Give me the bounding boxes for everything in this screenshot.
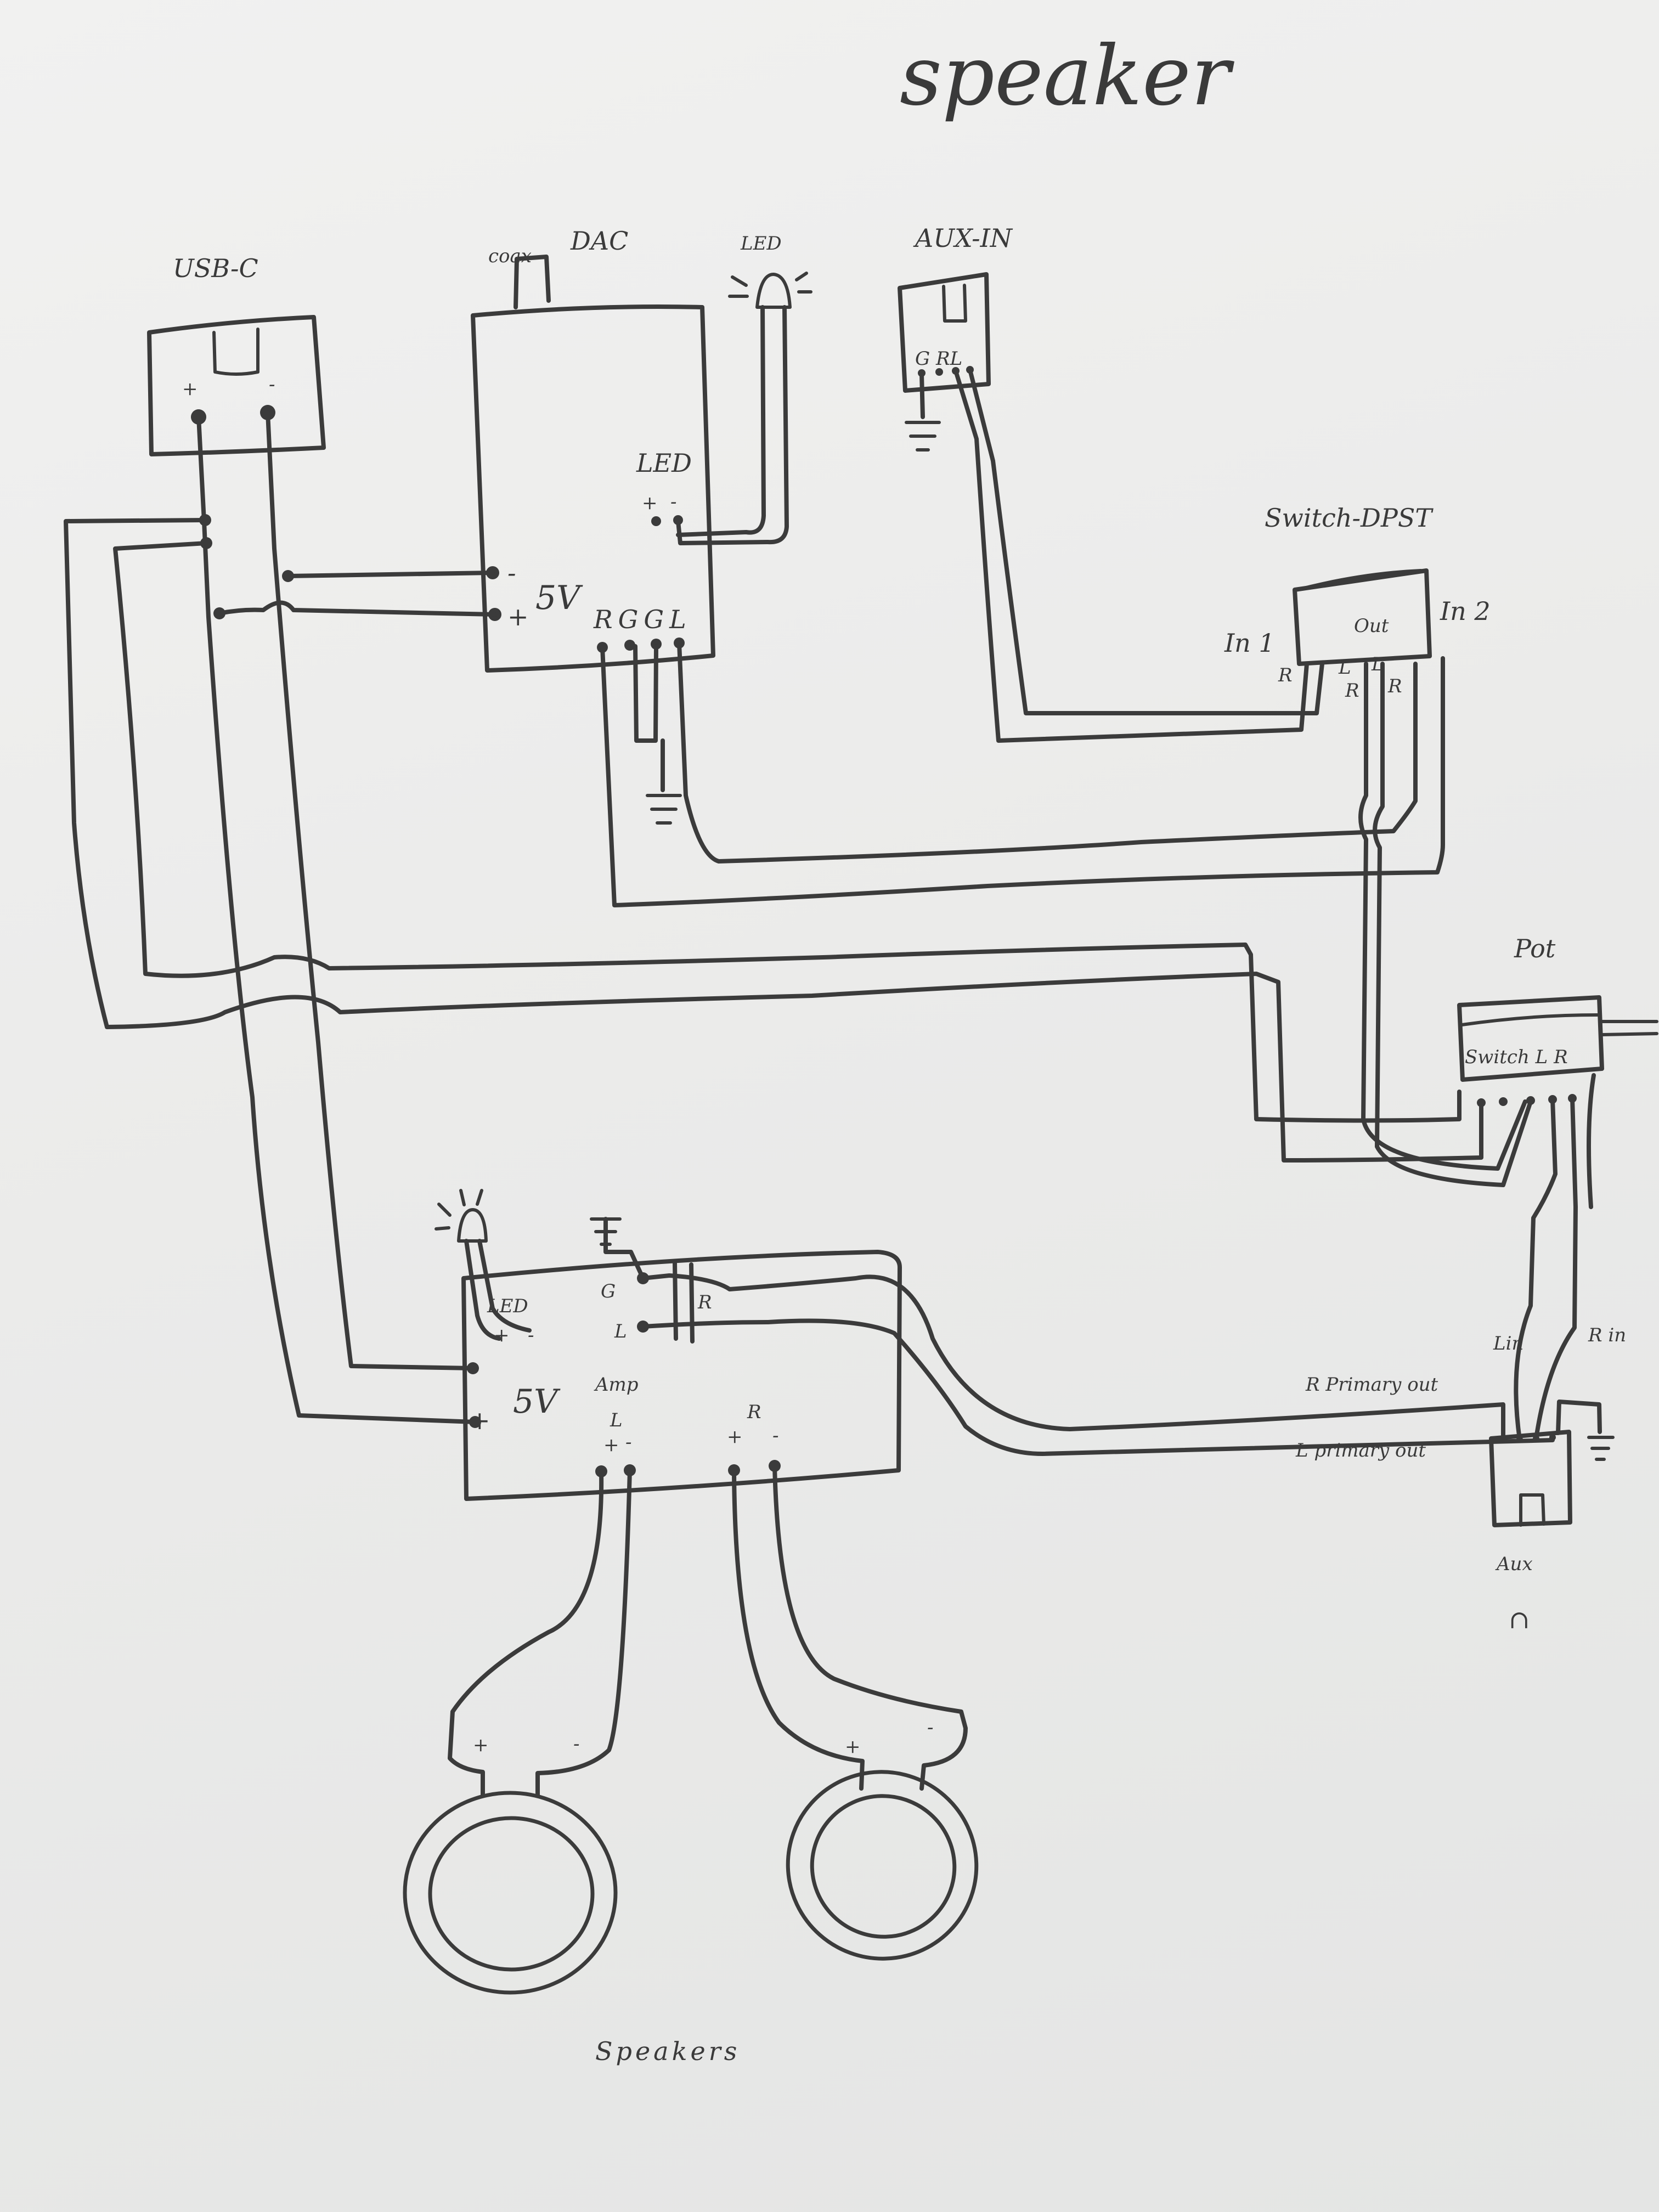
usb-plus-label: +	[182, 378, 198, 400]
amp-left-plus: +	[603, 1434, 619, 1456]
usb-c-label: USB-C	[173, 253, 258, 283]
switch-l1-label: L	[1338, 657, 1351, 679]
potentiometer: Pot Switch L R	[1457, 934, 1658, 1107]
dac-top-led-label: LED	[740, 233, 782, 255]
wires	[64, 368, 1596, 1456]
dac-5v-label: 5V	[535, 579, 583, 617]
amp-led-minus: -	[528, 1324, 534, 1346]
usb-minus-label: -	[269, 374, 275, 396]
dac-led-minus: -	[670, 491, 677, 513]
dac-minus-label: -	[507, 558, 516, 588]
pot-label: Pot	[1514, 934, 1556, 963]
aux-r-primary-label: R Primary out	[1305, 1374, 1438, 1396]
usb-c-connector: USB-C + -	[147, 253, 326, 456]
amp-right-plus: +	[727, 1426, 743, 1448]
speaker2-plus: +	[845, 1736, 861, 1758]
switch-out-label: Out	[1354, 615, 1389, 637]
amp-led	[435, 1189, 532, 1341]
switch-in2-label: In 2	[1440, 596, 1491, 626]
amp-ground-symbol	[590, 1217, 645, 1280]
dac-module: DAC coax LED + - 5V - + RGGL	[471, 226, 715, 673]
amp-left-minus: -	[625, 1431, 632, 1453]
speakers-label: Speakers	[595, 2036, 740, 2066]
diagram-title: speaker	[900, 29, 1235, 124]
switch-r1-label: R	[1278, 664, 1293, 686]
pot-switch-lr-label: Switch L R	[1465, 1046, 1568, 1068]
switch-r3-label: R	[1387, 675, 1402, 697]
aux-out-jack: Aux ∩ Lin R in R Primary out L primary o…	[1295, 1324, 1626, 1634]
dac-ground-symbol	[633, 644, 682, 825]
aux-rin-label: R in	[1588, 1324, 1626, 1346]
amp-5v-label: 5V	[513, 1383, 561, 1421]
aux-in-jack: AUX-IN G RL	[898, 223, 1013, 452]
dac-label: DAC	[570, 226, 628, 256]
aux-in-pins-label: G RL	[915, 348, 962, 370]
speaker2-minus: -	[927, 1717, 934, 1739]
switch-dpst: Switch-DPST Out In 1 In 2 R L R L R	[1224, 503, 1491, 702]
switch-in1-label: In 1	[1224, 628, 1275, 658]
dac-output-pins-label: RGGL	[593, 605, 692, 634]
dac-plus-label: +	[507, 602, 529, 631]
aux-out-label: Aux	[1495, 1553, 1533, 1575]
switch-r2-label: R	[1345, 680, 1359, 702]
dac-led: LED	[676, 233, 812, 545]
amp-module: Amp LED + - 5V - + G L R L + - R + -	[461, 1250, 902, 1501]
speaker-right: + -	[732, 1464, 979, 1961]
dac-led-plus: +	[642, 492, 658, 514]
amp-led-plus: +	[494, 1324, 510, 1346]
speaker1-minus: -	[573, 1733, 580, 1755]
amp-label: Amp	[594, 1374, 639, 1396]
speaker1-plus: +	[473, 1734, 489, 1756]
amp-right-out-label: R	[747, 1401, 761, 1423]
switch-label: Switch-DPST	[1265, 503, 1434, 533]
aux-in-label: AUX-IN	[913, 223, 1013, 253]
speaker-left: + -	[403, 1468, 632, 1995]
amp-left-out-label: L	[610, 1409, 623, 1431]
amp-right-minus: -	[772, 1425, 779, 1447]
amp-r-label: R	[697, 1291, 712, 1313]
amp-l-label: L	[614, 1321, 627, 1342]
amp-g-label: G	[601, 1280, 616, 1302]
dac-led-label: LED	[636, 448, 692, 478]
aux-out-symbol: ∩	[1509, 1605, 1530, 1634]
